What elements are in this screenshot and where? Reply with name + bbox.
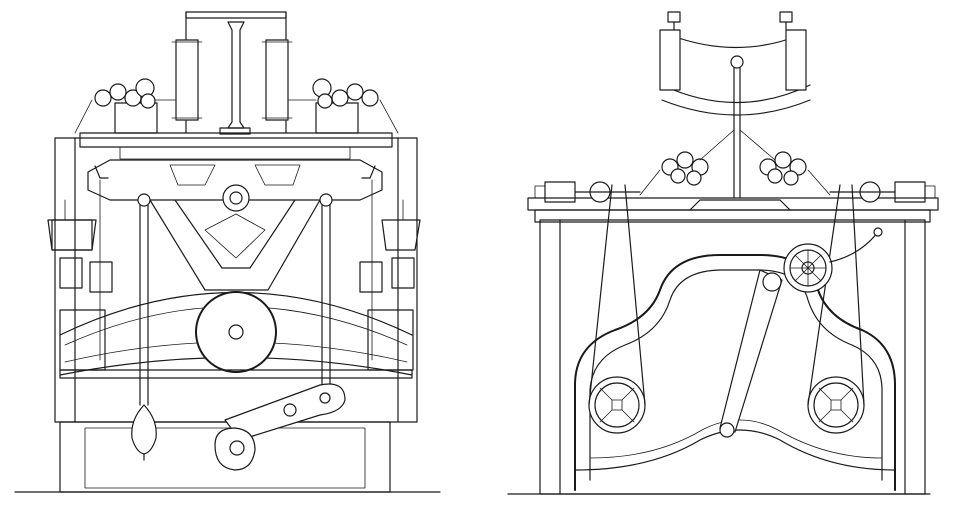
top-arc (661, 84, 811, 103)
bobbin-right (265, 39, 289, 121)
pulley-left-rim (594, 382, 640, 428)
carriage-left (47, 199, 113, 371)
top-bobbin-right (779, 11, 807, 91)
side-frame (539, 219, 926, 495)
flywheel-spoke-4 (794, 254, 822, 282)
belt-left-a (588, 184, 613, 406)
central-pivot-outer (222, 184, 250, 212)
spindle-right (829, 181, 936, 203)
table-under (119, 146, 351, 160)
side-spools-left (639, 151, 709, 196)
top-yoke (669, 34, 801, 49)
truss-diamond (204, 213, 266, 259)
belt-right-a (807, 184, 841, 406)
main-frame (54, 137, 418, 423)
spool-cluster-left (74, 78, 177, 134)
top-pivot (730, 55, 744, 69)
spindle-left (534, 181, 641, 203)
hook-right (361, 165, 376, 179)
lower-rail (59, 369, 413, 379)
pulley-right-hub (830, 399, 842, 411)
truss-window-left (169, 164, 216, 186)
crank-disc-hub (229, 440, 245, 456)
v-truss-inner (174, 199, 296, 269)
side-spools-right (759, 151, 831, 196)
pulley-right-rim (813, 382, 859, 428)
bobbin-left (175, 39, 199, 121)
front-elevation (14, 11, 441, 493)
side-plate-inner (589, 269, 883, 481)
column-base (219, 127, 251, 135)
pendulum-weight (131, 404, 157, 455)
side-plate-base-inner (589, 419, 883, 459)
flywheel-arm-knob (873, 227, 883, 237)
truss-window-right (254, 164, 301, 186)
top-tie-left (699, 129, 735, 161)
hook-left (94, 165, 109, 179)
v-truss-outer (149, 199, 321, 291)
rod-right-pin (319, 193, 333, 207)
central-pivot-inner (229, 191, 243, 205)
top-bobbin-left (659, 11, 681, 91)
connecting-rod (719, 269, 783, 433)
top-crossbar (185, 11, 287, 19)
rod-left-pin (137, 193, 151, 207)
top-tie-right (739, 129, 776, 161)
carriage-right (359, 199, 421, 371)
connecting-rod-bottom-pin (719, 422, 735, 438)
spool-cluster-right (287, 78, 399, 134)
main-drum-hub (228, 324, 244, 340)
crank-pin-b (319, 392, 331, 404)
top-arc-lower (661, 99, 811, 116)
main-drum (195, 291, 277, 373)
side-plate-base-curve (574, 429, 896, 471)
base-panel (84, 427, 366, 489)
crank-lever (224, 383, 346, 441)
pulley-left-hub (611, 399, 623, 411)
crank-disc (214, 427, 256, 471)
connecting-rod-top-pin (762, 272, 782, 292)
belt-right-b (851, 184, 865, 406)
side-top-rail-2 (534, 209, 931, 223)
center-column (227, 21, 245, 129)
top-table (79, 132, 393, 148)
crank-pin-a (283, 403, 297, 417)
flywheel-arm (829, 231, 879, 263)
crossbeam (87, 159, 383, 201)
belt-left-b (624, 184, 646, 406)
side-plate-outline (574, 254, 896, 491)
side-center-boss (689, 199, 791, 211)
side-elevation (507, 11, 939, 495)
